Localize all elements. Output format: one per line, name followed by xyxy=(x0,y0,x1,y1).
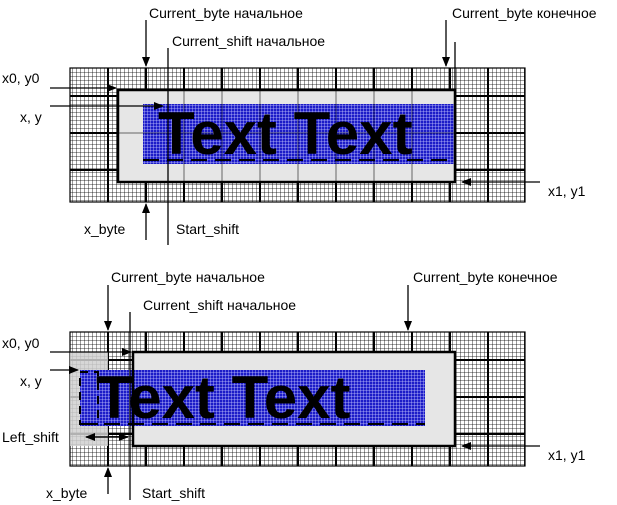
left-shift-box-bottom xyxy=(79,371,99,425)
window-grid-top xyxy=(118,90,455,182)
label-start-shift-bottom: Start_shift xyxy=(142,485,205,501)
label-left-shift-bottom: Left_shift xyxy=(2,429,59,445)
bottom-panel: Text Text Current_byte начальное Current… xyxy=(2,269,586,501)
label-current-shift-start-bottom: Current_shift начальное xyxy=(143,297,296,313)
label-current-byte-end-bottom: Current_byte конечное xyxy=(413,269,558,285)
label-x-byte-top: x_byte xyxy=(84,221,125,237)
window-rect-bottom xyxy=(131,350,457,448)
text-clip-bottom: Text Text xyxy=(80,364,425,431)
label-x1y1-bottom: x1, y1 xyxy=(548,447,586,463)
label-xy-bottom: x, y xyxy=(20,373,42,389)
label-current-byte-start-bottom: Current_byte начальное xyxy=(111,269,265,285)
top-panel: Text Text Current_byte начальное Current… xyxy=(2,5,597,245)
text-area-top xyxy=(143,104,455,164)
label-x0y0-top: x0, y0 xyxy=(2,70,40,86)
label-current-byte-start-top: Current_byte начальное xyxy=(149,5,303,21)
label-x0y0-bottom: x0, y0 xyxy=(2,335,40,351)
sample-text-bottom: Text Text xyxy=(96,364,351,431)
text-area-bottom xyxy=(80,370,425,426)
label-current-shift-start-top: Current_shift начальное xyxy=(172,33,325,49)
label-current-byte-end-top: Current_byte конечное xyxy=(452,5,597,21)
label-start-shift-top: Start_shift xyxy=(176,221,239,237)
label-xy-top: x, y xyxy=(20,109,42,125)
label-x-byte-bottom: x_byte xyxy=(46,485,87,501)
label-x1y1-top: x1, y1 xyxy=(548,183,586,199)
